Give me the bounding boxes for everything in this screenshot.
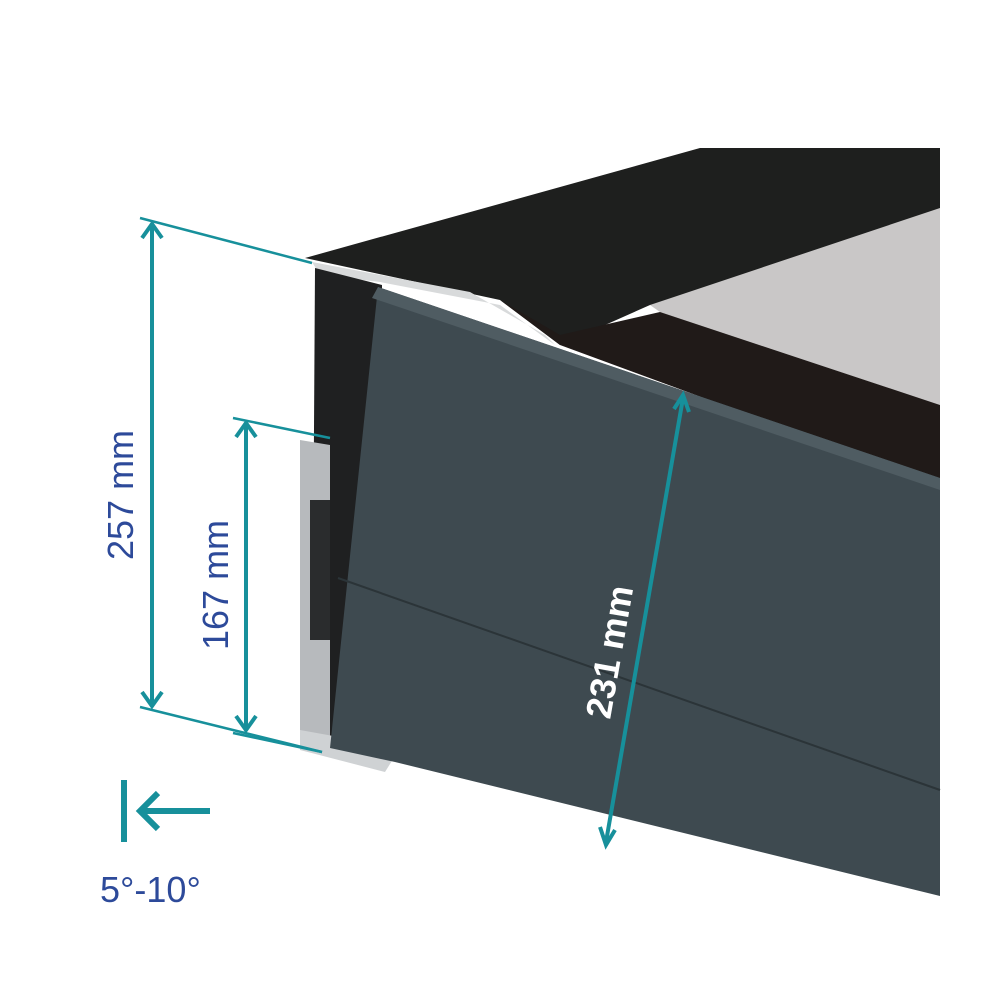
inner-height-label: 167 mm <box>195 520 236 650</box>
dimension-arrows <box>140 220 691 850</box>
panel-seam <box>337 577 941 791</box>
arrow-left-to-line-icon <box>121 780 210 842</box>
top-profile-edge <box>312 262 555 345</box>
front-panel <box>330 287 940 896</box>
front-panel-top-edge <box>372 287 940 490</box>
inner-opening <box>650 205 940 405</box>
side-profile-inner <box>310 500 330 640</box>
top-cover <box>305 148 940 345</box>
tilt-angle-label: 5°-10° <box>100 869 201 910</box>
total-height-label: 257 mm <box>100 430 141 560</box>
top-cover-lip <box>500 300 940 485</box>
dimension-lines <box>139 216 331 754</box>
